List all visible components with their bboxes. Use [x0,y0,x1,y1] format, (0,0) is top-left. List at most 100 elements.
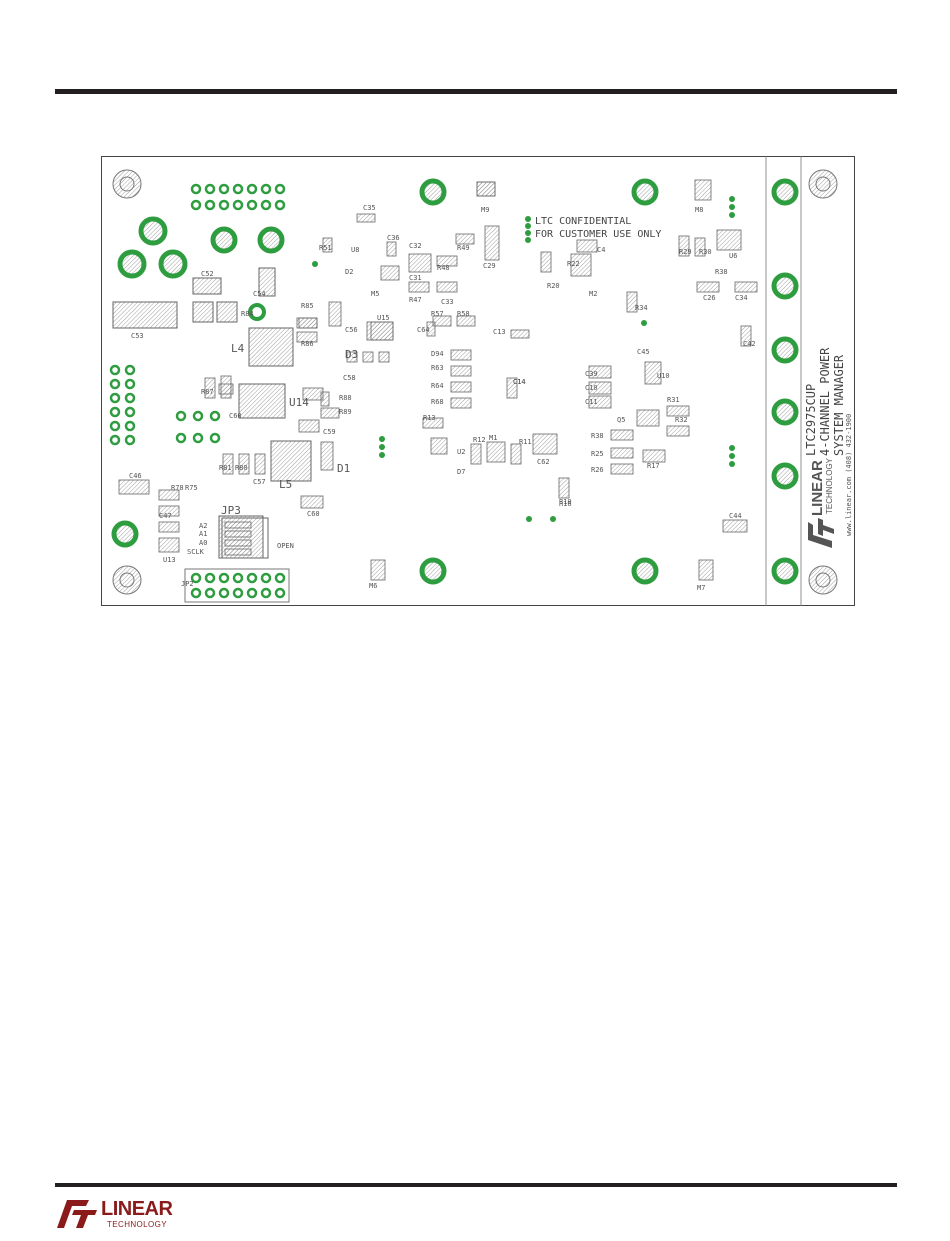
confidential-line-2: FOR CUSTOMER USE ONLY [535,229,661,240]
lt-logo-mark [808,518,834,548]
component-label-a2: A2 [199,522,207,530]
component-label-c14: C14 [513,378,526,386]
component-label-u15: U15 [377,314,390,322]
component-label-d2: D2 [345,268,353,276]
footer-logo-sub: TECHNOLOGY [107,1220,168,1229]
component-label-m5: M5 [371,290,379,298]
component-label-jp3: JP3 [221,504,241,517]
component-label-u2: U2 [457,448,465,456]
product-line-2: 4-CHANNEL POWER [818,347,832,456]
component-label-r87: R87 [201,388,214,396]
vias [312,196,735,522]
green-pads [111,178,799,585]
component-label-c54: C54 [253,290,266,298]
component-label-u14: U14 [289,396,309,409]
component-label-r88: R88 [339,394,352,402]
component-label-r64: R64 [431,382,444,390]
component-label-r48: R48 [437,264,450,272]
component-label-r34: R34 [635,304,648,312]
component-label-c35: C35 [363,204,376,212]
component-label-c39: C39 [585,370,598,378]
component-label-c52: C52 [201,270,214,278]
component-label-c31: C31 [409,274,422,282]
component-label-r86: R86 [301,340,314,348]
component-label-r68: R68 [431,398,444,406]
component-label-l4: L4 [231,342,245,355]
confidential-line-1: LTC CONFIDENTIAL [535,216,631,227]
component-label-u10: U10 [657,372,670,380]
component-label-c57: C57 [253,478,266,486]
component-label-r49: R49 [457,244,470,252]
header-pins-top [190,183,286,211]
component-label-u13: U13 [163,556,176,564]
component-label-c11: C11 [585,398,598,406]
component-label-r25: R25 [591,450,604,458]
component-label-r57: R57 [431,310,444,318]
component-label-c46: C46 [129,472,142,480]
component-label-r13: R13 [423,414,436,422]
component-label-m6: M6 [369,582,377,590]
component-label-c26: C26 [703,294,716,302]
component-label-d94: D94 [431,350,444,358]
component-label-r63: R63 [431,364,444,372]
component-label-c53: C53 [131,332,144,340]
component-label-r32: R32 [675,416,688,424]
component-label-r10: R10 [559,498,572,506]
web-text: www.linear.com (408) 432-1900 [845,414,853,536]
component-label-c62: C62 [537,458,550,466]
component-label-c42: C42 [743,340,756,348]
component-label-r47: R47 [409,296,422,304]
components-small [118,179,758,581]
component-label-d7: D7 [457,468,465,476]
component-label-m9: M9 [481,206,489,214]
component-label-d1: D1 [337,462,350,475]
component-label-r89: R89 [339,408,352,416]
top-rule [55,89,897,94]
product-line-3: SYSTEM MANAGER [832,354,846,456]
component-label-r38: R38 [715,268,728,276]
component-label-c60: C60 [229,412,242,420]
component-label-r80: R80 [235,464,248,472]
component-label-c32: C32 [409,242,422,250]
component-label-r38: R38 [591,432,604,440]
component-label-r31: R31 [667,396,680,404]
component-label-c4: C4 [597,246,605,254]
jp2-outline [184,568,290,603]
component-label-r84: R84 [241,310,254,318]
component-label-c34: C34 [735,294,748,302]
component-label-r30: R30 [699,248,712,256]
component-label-m1: M1 [489,434,497,442]
jp3-switches [224,521,252,556]
component-label-r17: R17 [647,462,660,470]
component-label-c13: C13 [493,328,506,336]
component-label-c14: C14 [513,378,526,386]
component-label-m2: M2 [589,290,597,298]
component-label-open: OPEN [277,542,294,550]
component-label-r16: R16 [559,500,572,508]
component-label-c59: C59 [323,428,336,436]
board-logo-sub: TECHNOLOGY [825,457,834,514]
component-label-r51: R51 [319,244,332,252]
component-label-c33: C33 [441,298,454,306]
component-label-a1: A1 [199,530,207,538]
component-labels: C53C52C54R84L4R85R86C56U15R87C60U14D3C58… [129,204,756,592]
bottom-rule [55,1183,897,1187]
product-name: LTC2975CUP [804,384,818,456]
component-label-c44: C44 [729,512,742,520]
component-label-u8: U8 [351,246,359,254]
component-label-r11: R11 [519,438,532,446]
component-label-c47: C47 [159,512,172,520]
board-outline [101,156,855,606]
component-label-c64: C64 [417,326,430,334]
pcb-silkscreen: C53C52C54R84L4R85R86C56U15R87C60U14D3C58… [101,156,855,606]
component-label-r26: R26 [591,466,604,474]
lt-logo-icon [57,1200,97,1228]
component-label-d3: D3 [345,348,358,361]
component-label-c56: C56 [345,326,358,334]
component-label-c29: C29 [483,262,496,270]
component-label-a0: A0 [199,539,207,547]
footer-logo-word: LINEAR [101,1198,173,1220]
component-label-c45: C45 [637,348,650,356]
board-logo: LINEAR TECHNOLOGY [808,457,834,548]
component-label-l5: L5 [279,478,292,491]
